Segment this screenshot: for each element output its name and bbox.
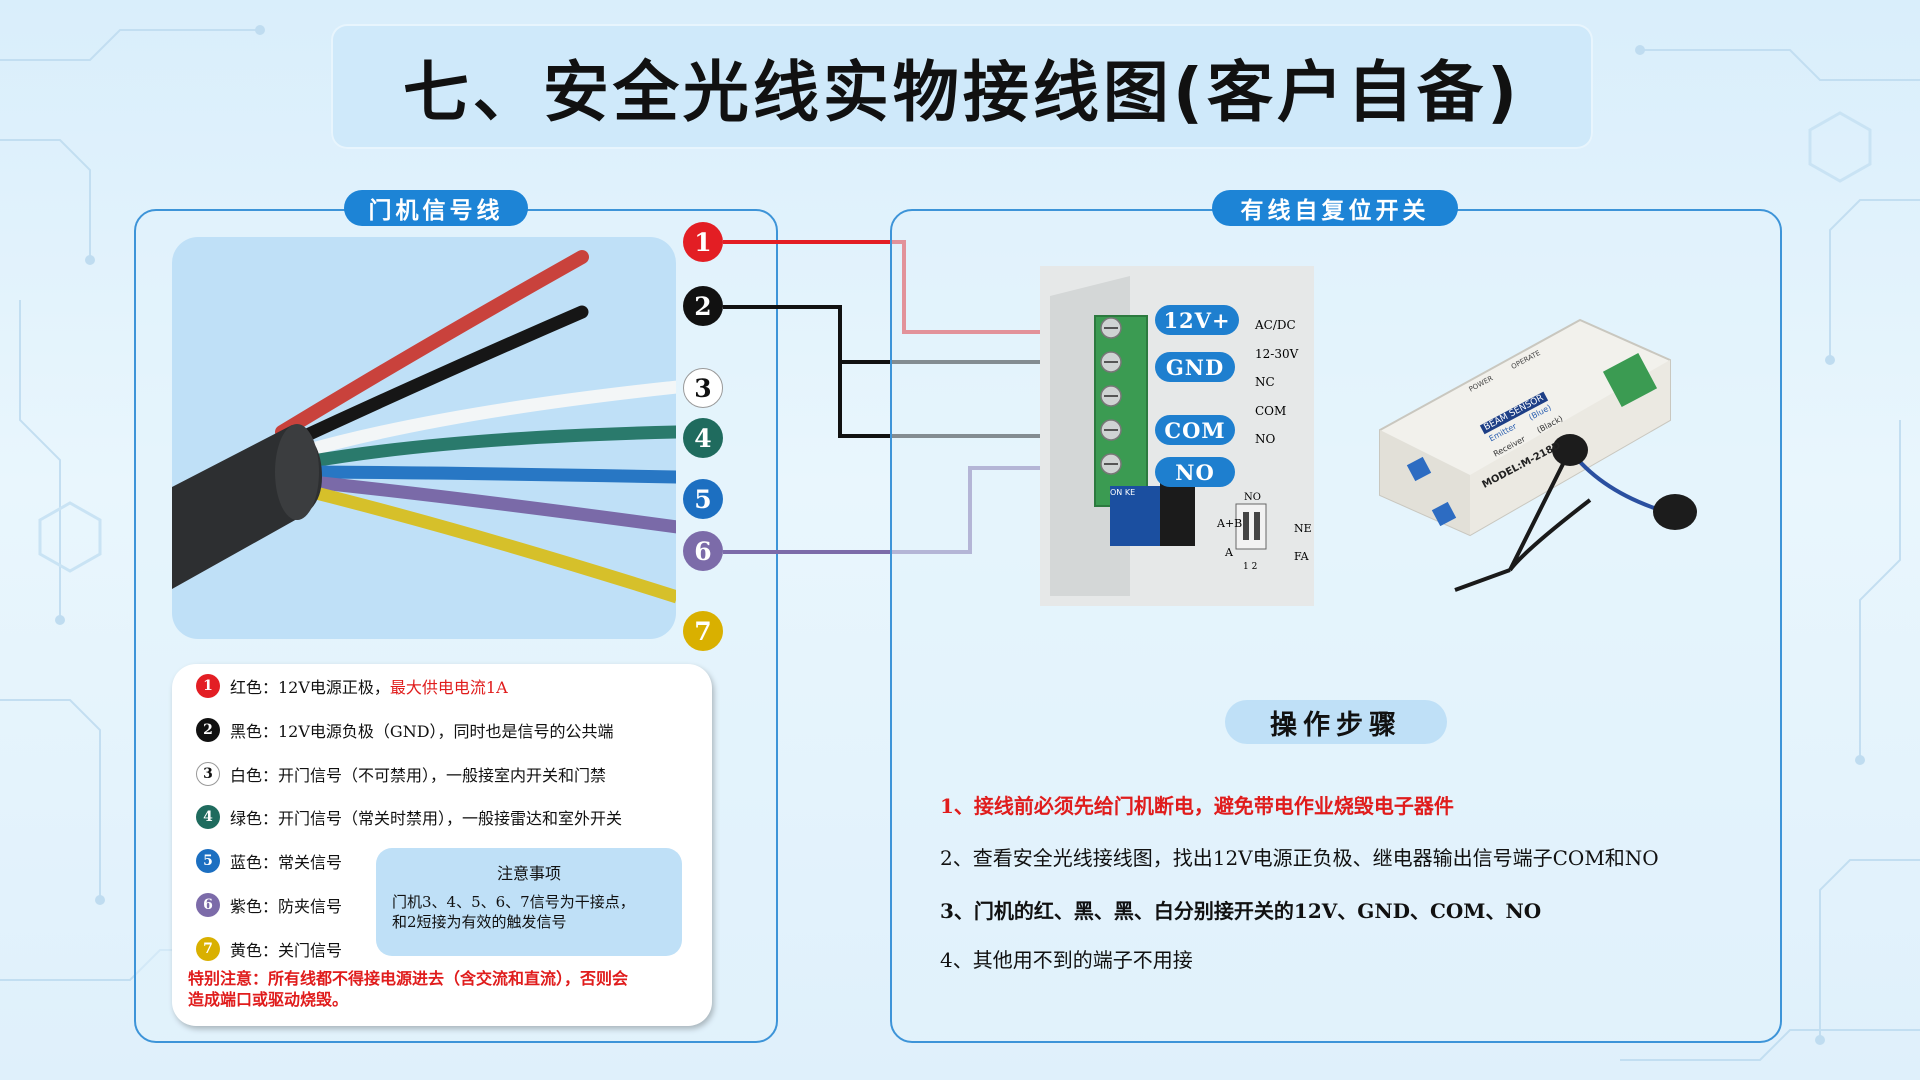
wire-badge-1: 1 <box>683 222 723 262</box>
label-a: A <box>1225 546 1233 559</box>
note-box: 注意事项 门机3、4、5、6、7信号为干接点， 和2短接为有效的触发信号 <box>376 848 682 956</box>
label-onkey: ON KE <box>1110 488 1136 497</box>
terminal-label-com: COM <box>1155 415 1235 445</box>
legend-text-1: 红色：12V电源正极， <box>230 678 390 697</box>
label-ab: A+B <box>1217 517 1243 530</box>
label-switch-no: NO <box>1244 492 1261 503</box>
legend-text-7: 黄色：关门信号 <box>230 941 343 960</box>
wire-badge-6: 6 <box>683 531 723 571</box>
label-voltage: 12-30V <box>1255 347 1299 361</box>
warning-text: 特别注意：所有线都不得接电源进去（含交流和直流），否则会 造成端口或驱动烧毁。 <box>188 968 698 1010</box>
label-acdc: AC/DC <box>1255 318 1296 332</box>
legend-badge-7: 7 <box>196 937 220 961</box>
legend-text-4: 绿色：开门信号（常关时禁用），一般接雷达和室外开关 <box>230 809 623 828</box>
step-4: 4、其他用不到的端子不用接 <box>940 948 1193 972</box>
terminal-label-12v: 12V+ <box>1155 305 1239 335</box>
note-line-1: 门机3、4、5、6、7信号为干接点， <box>392 893 635 911</box>
note-body: 门机3、4、5、6、7信号为干接点， 和2短接为有效的触发信号 <box>392 892 672 932</box>
signal-wire-panel-label: 门机信号线 <box>344 190 528 226</box>
legend-extra-1: 最大供电电流1A <box>389 678 508 697</box>
legend-badge-3: 3 <box>196 762 220 786</box>
label-ne: NE <box>1294 522 1312 535</box>
beam-sensor-photo: BEAM SENSOR Emitter (Blue) Receiver (Bla… <box>1360 300 1710 610</box>
page-title: 七、安全光线实物接线图(客户自备) <box>402 53 1522 131</box>
step-3: 3、门机的红、黑、黑、白分别接开关的12V、GND、COM、NO <box>940 899 1542 923</box>
label-fa: FA <box>1294 550 1309 563</box>
terminal-label-gnd: GND <box>1155 352 1235 382</box>
steps-title: 操作步骤 <box>1225 700 1447 744</box>
legend-badge-4: 4 <box>196 805 220 829</box>
legend-badge-6: 6 <box>196 893 220 917</box>
warning-line-2: 造成端口或驱动烧毁。 <box>188 990 349 1009</box>
legend-text-2: 黑色：12V电源负极（GND），同时也是信号的公共端 <box>230 722 614 741</box>
legend-badge-2: 2 <box>196 718 220 742</box>
wire-legend: 1 红色：12V电源正极， 最大供电电流1A 2 黑色：12V电源负极（GND）… <box>172 664 712 1026</box>
step-1: 1、接线前必须先给门机断电，避免带电作业烧毁电子器件 <box>940 794 1454 818</box>
legend-item-4: 4 绿色：开门信号（常关时禁用），一般接雷达和室外开关 <box>196 805 622 829</box>
legend-text-6: 紫色：防夹信号 <box>230 897 343 916</box>
legend-badge-1: 1 <box>196 674 220 698</box>
wire-badge-3: 3 <box>683 368 723 408</box>
warning-line-1: 特别注意：所有线都不得接电源进去（含交流和直流），否则会 <box>188 969 629 988</box>
beam-sensor-illustration <box>1379 318 1697 592</box>
legend-text-3: 白色：开门信号（不可禁用），一般接室内开关和门禁 <box>230 766 607 785</box>
wire-badge-4: 4 <box>683 418 723 458</box>
legend-item-7: 7 黄色：关门信号 <box>196 937 342 961</box>
legend-item-5: 5 蓝色：常关信号 <box>196 849 342 873</box>
cable-photo <box>172 237 676 639</box>
legend-item-2: 2 黑色：12V电源负极（GND），同时也是信号的公共端 <box>196 718 614 742</box>
step-2: 2、查看安全光线接线图，找出12V电源正负极、继电器输出信号端子COM和NO <box>940 846 1659 870</box>
legend-badge-5: 5 <box>196 849 220 873</box>
wire-badge-5: 5 <box>683 479 723 519</box>
label-nc: NC <box>1255 375 1275 389</box>
legend-item-1: 1 红色：12V电源正极， 最大供电电流1A <box>196 674 508 698</box>
label-com: COM <box>1255 404 1287 418</box>
label-switch-12: 1 2 <box>1243 562 1258 572</box>
cable-illustration <box>172 250 676 604</box>
note-line-2: 和2短接为有效的触发信号 <box>392 913 567 931</box>
wire-badge-7: 7 <box>683 611 723 651</box>
legend-item-6: 6 紫色：防夹信号 <box>196 893 342 917</box>
legend-item-3: 3 白色：开门信号（不可禁用），一般接室内开关和门禁 <box>196 762 606 786</box>
terminal-label-no: NO <box>1155 457 1235 487</box>
reset-switch-panel-label: 有线自复位开关 <box>1212 190 1458 226</box>
legend-text-5: 蓝色：常关信号 <box>230 853 343 872</box>
title-bar: 七、安全光线实物接线图(客户自备) <box>331 24 1593 149</box>
label-no: NO <box>1255 432 1276 446</box>
wire-badge-2: 2 <box>683 286 723 326</box>
note-title: 注意事项 <box>496 864 561 883</box>
